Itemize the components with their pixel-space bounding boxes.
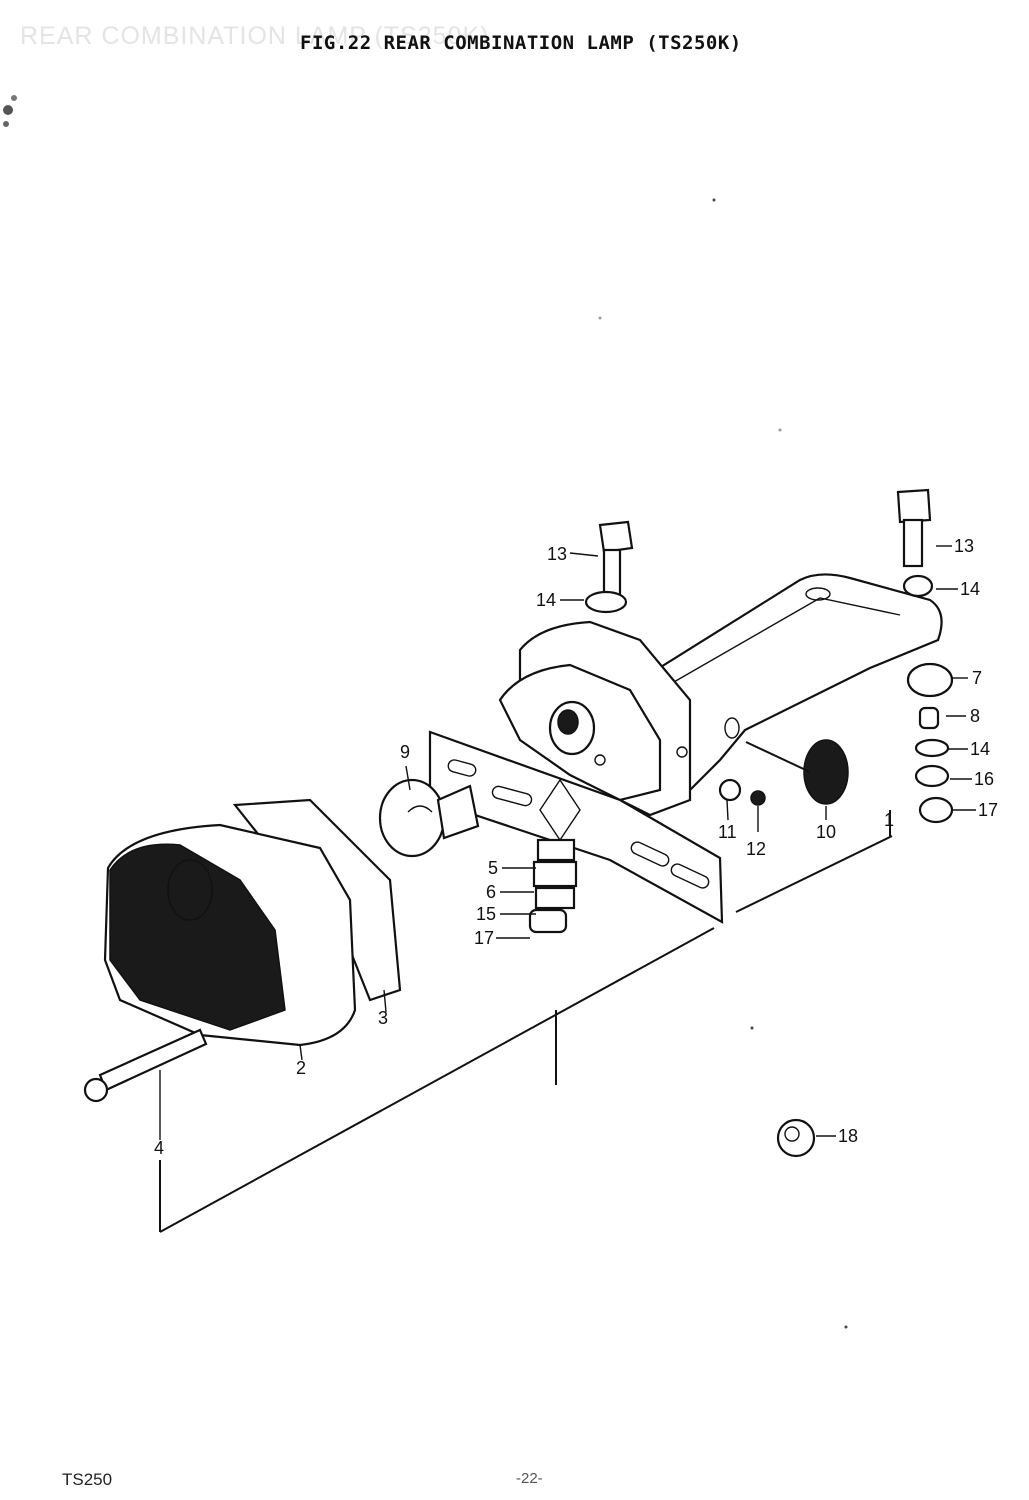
bracket-assembly	[428, 573, 943, 924]
callout-4: 4	[154, 1138, 164, 1158]
lens-cover	[103, 798, 402, 1047]
callout-9: 9	[400, 742, 410, 762]
callout-18: 18	[838, 1126, 858, 1146]
callout-11: 11	[718, 822, 737, 842]
callout-14b: 14	[960, 579, 980, 599]
bulb	[378, 778, 480, 858]
leader-lines	[159, 545, 976, 1233]
callout-5: 5	[488, 858, 498, 878]
bolts-washers	[584, 488, 954, 824]
callout-3: 3	[378, 1008, 388, 1028]
footer-model: TS250	[62, 1470, 113, 1489]
callout-13a: 13	[547, 544, 567, 564]
callout-15: 15	[476, 904, 496, 924]
callout-8: 8	[970, 706, 980, 726]
small-parts	[718, 739, 849, 1158]
callout-2: 2	[296, 1058, 306, 1078]
callout-16: 16	[974, 769, 994, 789]
callout-14c: 14	[970, 739, 990, 759]
callout-17a: 17	[978, 800, 998, 820]
watermark-title: REAR COMBINATION LAMP (TS250K)	[20, 22, 490, 50]
stud-stack	[528, 838, 578, 934]
callout-14a: 14	[536, 590, 556, 610]
callout-13b: 13	[954, 536, 974, 556]
callout-6: 6	[486, 882, 496, 902]
callout-10: 10	[816, 822, 836, 842]
callout-7: 7	[972, 668, 982, 688]
callout-12: 12	[746, 839, 766, 859]
long-screw	[83, 1028, 208, 1103]
figure-title: FIG.22 REAR COMBINATION LAMP (TS250K)	[300, 32, 742, 54]
callout-1: 1	[884, 810, 894, 830]
callout-17b: 17	[474, 928, 494, 948]
page-number: -22-	[516, 1470, 543, 1487]
callout-labels: 13 14 13 14 7 8 14 16 17 9 11 12 10 1 5 …	[154, 536, 998, 1158]
scan-specks	[3, 95, 848, 1329]
